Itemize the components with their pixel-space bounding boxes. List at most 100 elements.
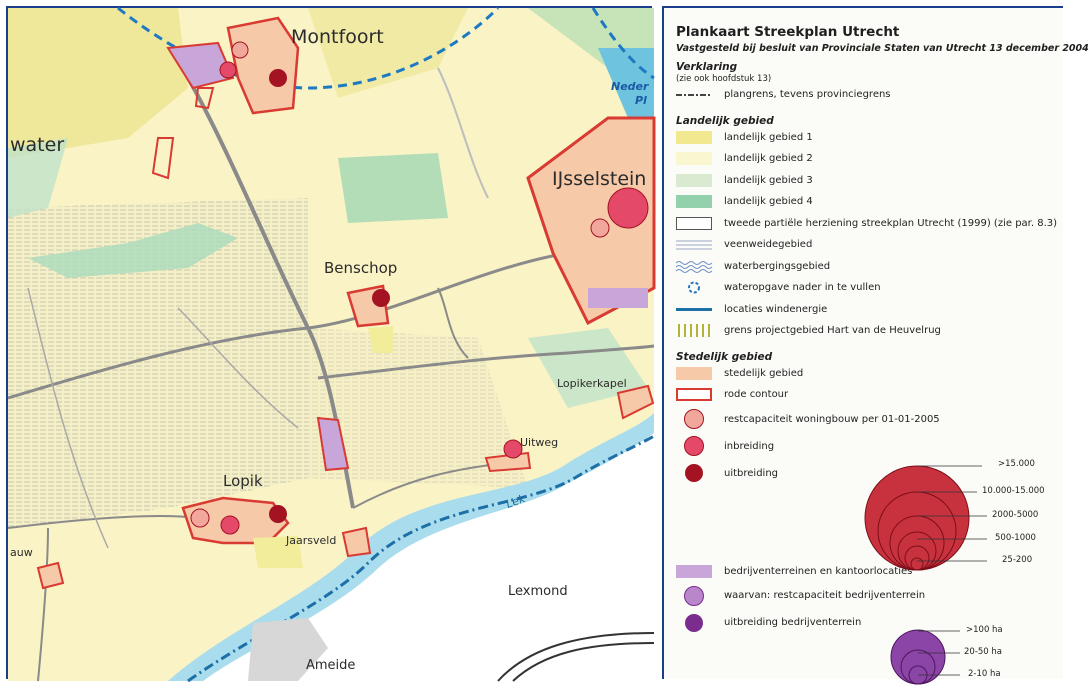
restcapaciteit-circle-ijsselstein[interactable] (590, 218, 610, 238)
place-uitweg: Uitweg (520, 436, 559, 449)
place-ameide: Ameide (306, 658, 356, 673)
rode-contour-west (151, 137, 175, 180)
landelijk-4-swatch (676, 195, 712, 209)
rode-contour-sw (36, 561, 65, 590)
lopikerkapel-urban-area (616, 384, 655, 420)
landelijk-1-swatch (676, 130, 712, 144)
legend-row-windenergie: locaties windenergie (676, 299, 1063, 321)
veenweide-lines-icon (676, 238, 712, 251)
inbreiding-label: inbreiding (724, 440, 775, 452)
place-benschop: Benschop (324, 259, 398, 277)
legend-row-herziening: tweede partiële herziening streekplan Ut… (676, 213, 1063, 235)
herziening-label: tweede partiële herziening streekplan Ut… (724, 217, 1058, 229)
uitbreiding-circle-benschop[interactable] (372, 289, 390, 307)
legend-row-veenweide: veenweidegebied (676, 234, 1063, 256)
landelijk-gebied-4-area-west (28, 223, 238, 278)
place-montfoort: Montfoort (291, 26, 384, 48)
map-panel[interactable]: Montfoort IJsselstein Benschop Lopik Lop… (6, 6, 656, 683)
ameide-built-area (248, 618, 328, 681)
place-jaarsveld: Jaarsveld (286, 534, 337, 547)
verklaring-header: Verklaring (676, 61, 738, 73)
scale-label-4: 500-1000 (995, 533, 1036, 543)
inbreiding-circle-uitweg[interactable] (503, 439, 523, 459)
scale-label-1: >15.000 (998, 459, 1035, 469)
jaarsveld-urban-area (341, 526, 372, 558)
place-water: water (10, 134, 65, 156)
bedrijf-rest-label: waarvan: restcapaciteit bedrijventerrein (724, 590, 926, 601)
legend-row-waterberging: waterbergingsgebied (675, 256, 1063, 278)
landelijk-gebied-3-area-ne (528, 8, 654, 118)
uitbreiding-circle-lopik[interactable] (269, 505, 287, 523)
place-lexmond: Lexmond (508, 584, 568, 599)
inbreiding-circle[interactable] (219, 61, 237, 79)
restcapaciteit-circle-lopik[interactable] (190, 508, 210, 528)
legend-row-rode-contour: rode contour (676, 384, 1063, 406)
herziening-swatch (676, 216, 712, 230)
dashed-circle-icon (676, 281, 712, 294)
restcapaciteit-label: restcapaciteit woningbouw per 01-01-2005 (724, 413, 940, 425)
uitbreiding-label: uitbreiding (724, 467, 779, 479)
benschop-landelijk1 (368, 326, 393, 353)
place-lopikerkapel: Lopikerkapel (557, 377, 627, 390)
legend-row-stedelijk: stedelijk gebied (676, 363, 1063, 385)
woningbouw-size-scale: >15.000 10.000-15.000 2000-5000 500-1000… (862, 459, 1062, 573)
legend-subtitle: Vastgesteld bij besluit van Provinciale … (676, 43, 1089, 54)
bedrijf-swatch (676, 564, 712, 578)
railway-2 (512, 642, 655, 682)
legend-row-landelijk2: landelijk gebied 2 (676, 148, 1063, 170)
legend-row-inbreiding: inbreiding (676, 433, 1063, 460)
legend-row-plangrens: plangrens, tevens provinciegrens (676, 84, 1063, 106)
landelijk-header: Landelijk gebied (676, 114, 774, 127)
landelijk-1-label: landelijk gebied 1 (724, 131, 813, 143)
landelijk-3-swatch (676, 173, 712, 187)
heuvelrug-label: grens projectgebied Hart van de Heuvelru… (724, 325, 941, 337)
veenweide-area-east (308, 328, 528, 488)
purple-scale-label-2: 20-50 ha (964, 647, 1002, 657)
river-lek (168, 413, 654, 681)
inbreiding-circle-ijsselstein[interactable] (607, 187, 649, 229)
plangrens-label: plangrens, tevens provinciegrens (724, 89, 891, 101)
rode-contour-swatch (676, 388, 712, 402)
landelijk-3-label: landelijk gebied 3 (724, 174, 813, 186)
blue-bar-icon (676, 303, 712, 316)
bedrijf-size-scale: >100 ha 20-50 ha 2-10 ha (890, 625, 1064, 687)
lopik-bedrijventerrein (316, 416, 350, 472)
windenergie-label: locaties windenergie (724, 303, 828, 315)
restcapaciteit-circle[interactable] (231, 41, 249, 59)
inbreiding-circle-lopik[interactable] (220, 515, 240, 535)
wateropgave-circle (117, 6, 500, 90)
restcapaciteit-icon (676, 409, 712, 429)
stedelijk-label: stedelijk gebied (724, 367, 804, 379)
legend-row-landelijk1: landelijk gebied 1 (676, 127, 1063, 149)
stedelijk-swatch (676, 366, 712, 380)
landelijk-gebied-4-area (338, 153, 448, 223)
legend-row-bedrijf-rest: waarvan: restcapaciteit bedrijventerrein (676, 582, 1063, 609)
landelijk-gebied-1-area (8, 8, 188, 158)
verklaring-note: (zie ook hoofdstuk 13) (676, 74, 772, 84)
landelijk-legend-list: landelijk gebied 1 landelijk gebied 2 la… (675, 127, 1063, 342)
legend-row-landelijk4: landelijk gebied 4 (676, 191, 1063, 213)
legend-row-heuvelrug: grens projectgebied Hart van de Heuvelru… (676, 320, 1063, 342)
legend-row-bedrijf: bedrijventerreinen en kantoorlocaties (676, 561, 1063, 583)
uitbreiding-circle[interactable] (269, 69, 287, 87)
ijsselstein-bedrijventerrein (588, 288, 648, 308)
wateropgave-label: wateropgave nader in te vullen (724, 282, 881, 294)
map-canvas[interactable] (7, 6, 656, 683)
place-pl: Pl (635, 94, 647, 107)
landelijk-gebied-3-area (8, 138, 68, 218)
legend-row-uitbreiding: uitbreiding (676, 460, 1063, 487)
place-neder: Neder (611, 80, 649, 93)
bedrijf-rest-icon (676, 585, 712, 606)
landelijk-2-swatch (676, 152, 712, 166)
inbreiding-icon (676, 436, 712, 456)
rode-contour-label: rode contour (724, 389, 789, 401)
olive-hatch-icon (676, 324, 712, 338)
montfoort-urban-area (226, 16, 300, 115)
bedrijf-uitbr-label: uitbreiding bedrijventerrein (724, 617, 862, 628)
landelijk-2-label: landelijk gebied 2 (724, 153, 813, 165)
legend-row-bedrijf-uitbr: uitbreiding bedrijventerrein (676, 609, 1063, 636)
rode-contour-small (194, 87, 215, 110)
legend-row-landelijk3: landelijk gebied 3 (676, 170, 1063, 192)
purple-scale-label-1: >100 ha (966, 625, 1003, 635)
jaarsveld-landelijk1 (253, 536, 303, 568)
